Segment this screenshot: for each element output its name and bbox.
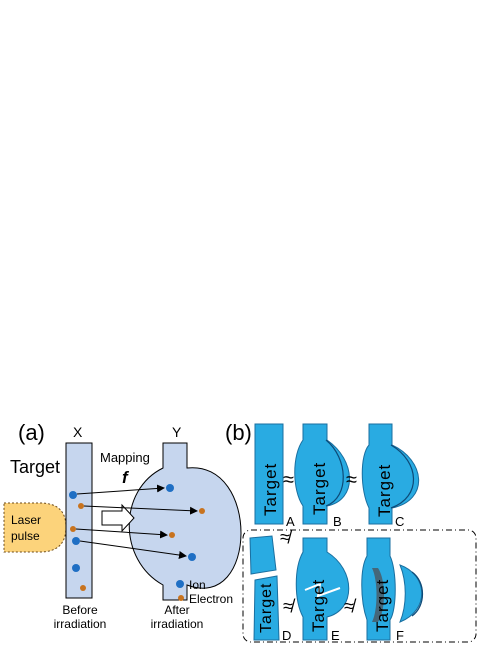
legend-electron-dot: [178, 595, 184, 601]
y-label: Y: [172, 424, 182, 440]
panel-a-label: (a): [18, 420, 45, 445]
after-label-line2: irradiation: [151, 617, 204, 631]
letter-c: C: [395, 514, 404, 529]
after-label-line1: After: [164, 603, 189, 617]
mapping-arrow: [75, 528, 168, 539]
mapping-symbol: f: [122, 468, 130, 487]
electron-dot: [70, 526, 76, 532]
ion-dot: [72, 537, 80, 545]
target-word: Target: [310, 462, 329, 515]
target-shape-a: Target: [254, 423, 284, 525]
dashdot-frame: [242, 529, 477, 643]
not-approx-symbol: ≉: [280, 527, 293, 547]
target-before-tube: [65, 442, 93, 599]
before-label-line2: irradiation: [54, 617, 107, 631]
target-shape-c: Target: [361, 423, 420, 525]
target-word: Target: [375, 464, 394, 517]
target-word: Target: [309, 579, 328, 632]
target-shape-e: Target: [295, 537, 350, 641]
legend-electron-label: Electron: [189, 592, 233, 606]
laser-label-line2: pulse: [11, 529, 40, 543]
before-label-line1: Before: [62, 603, 98, 617]
legend-ion-dot: [176, 580, 184, 588]
panel-b-label: (b): [225, 420, 252, 445]
letter-f: F: [396, 628, 404, 643]
target-after-bulge: [128, 442, 242, 601]
electron-dot: [199, 508, 205, 514]
ion-dot: [188, 553, 196, 561]
ion-dot: [72, 564, 80, 572]
mapping-label: Mapping: [100, 450, 150, 465]
not-approx-symbol: ≉: [283, 596, 296, 616]
x-label: X: [73, 424, 83, 440]
mapping-arrow: [83, 505, 198, 515]
laser-label-line1: Laser: [11, 513, 41, 527]
target-label: Target: [10, 457, 60, 477]
not-approx-symbol: ≉: [344, 596, 357, 616]
approx-symbol: ≈: [346, 469, 357, 491]
target-word: Target: [373, 579, 392, 632]
hollow-right-arrow: [101, 503, 135, 533]
laser-pulse-shape: [3, 502, 67, 553]
target-word: Target: [261, 463, 280, 516]
approx-symbol: ≈: [283, 469, 294, 491]
ion-dot: [166, 484, 174, 492]
letter-d: D: [282, 628, 291, 643]
letter-e: E: [331, 628, 340, 643]
target-word: Target: [258, 583, 275, 633]
letter-a: A: [286, 514, 295, 529]
electron-dot: [80, 585, 86, 591]
mapping-arrow: [76, 484, 165, 495]
panel-b: (b) Target A ≈ Target B ≈ Target C ≉: [225, 420, 477, 643]
ion-dot: [69, 491, 77, 499]
electron-dot: [169, 532, 175, 538]
legend-ion-label: Ion: [189, 578, 206, 592]
target-shape-d: Target: [249, 535, 280, 641]
target-shape-b: Target: [294, 423, 350, 525]
electron-dot: [78, 503, 84, 509]
target-shape-f: Target: [361, 537, 424, 641]
mapping-arrow: [79, 540, 187, 559]
panel-a: (a) X Y Target Laser pulse Mapping f: [3, 420, 242, 631]
letter-b: B: [333, 514, 342, 529]
